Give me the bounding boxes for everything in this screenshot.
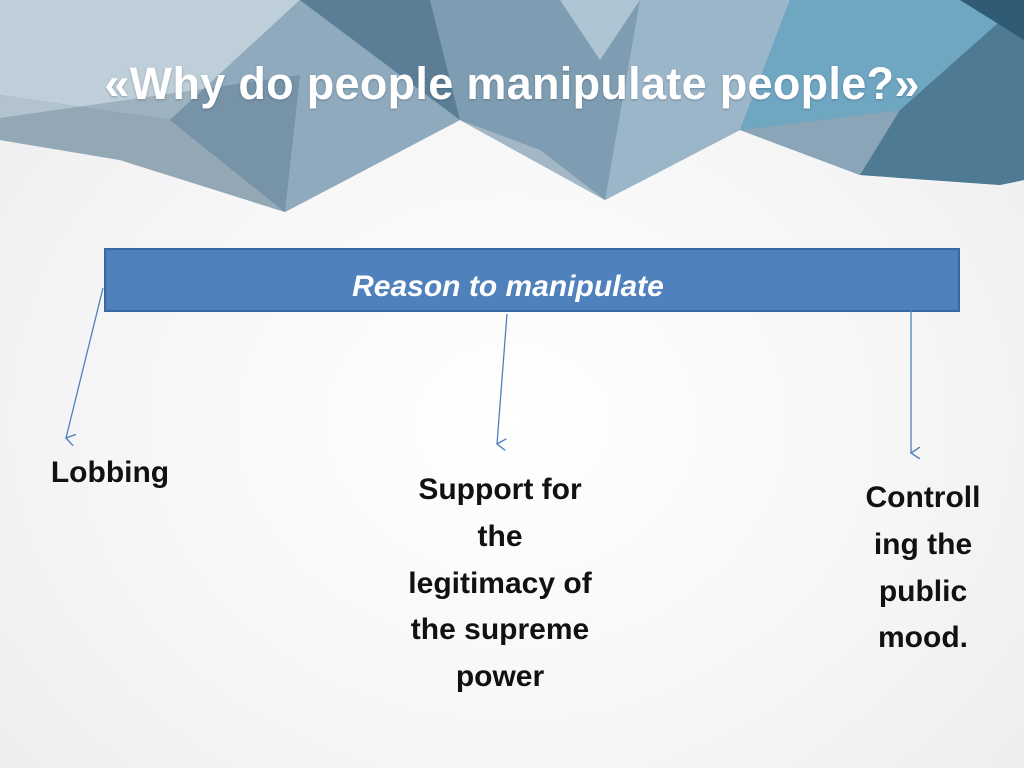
- reason-label: Reason to manipulate: [352, 270, 664, 303]
- branch-support-line: Support for: [418, 473, 582, 506]
- branch-controlling-line: mood.: [878, 621, 968, 655]
- reason-box: [104, 248, 960, 312]
- branch-lobbing: Lobbing: [30, 450, 190, 497]
- branch-controlling-line: ing the: [873, 527, 973, 561]
- branch-support-line: the: [477, 519, 523, 553]
- header-decoration: [0, 0, 1024, 212]
- arrow-to-lobbing: [66, 287, 104, 438]
- branch-controlling-line: public: [878, 574, 968, 608]
- branch-support: Support for the legitimacy of the suprem…: [380, 467, 620, 701]
- branch-lobbing-line: Lobbing: [50, 456, 170, 489]
- branch-support-line: legitimacy of: [408, 566, 592, 600]
- slide-title: «Why do people manipulate people?»: [104, 58, 920, 109]
- branch-support-line: the supreme: [410, 613, 590, 647]
- branch-controlling: Controll ing the public mood.: [848, 475, 998, 662]
- arrow-to-support: [497, 313, 508, 444]
- branch-controlling-line: Controll: [865, 481, 981, 514]
- branch-support-line: power: [455, 660, 545, 694]
